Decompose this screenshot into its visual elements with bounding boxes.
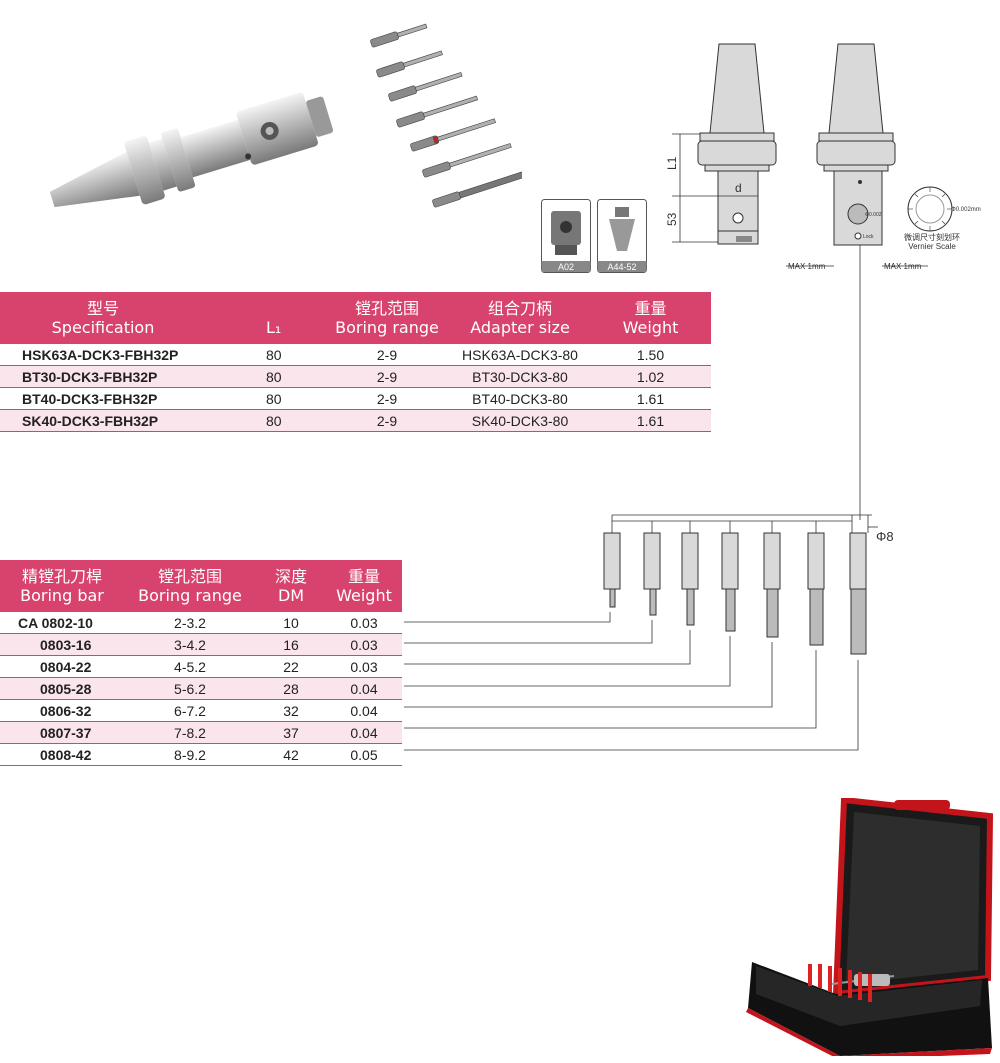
- bar-weight: 0.04: [326, 721, 402, 744]
- table-row: 0808-42 8-9.2 42 0.05: [0, 743, 402, 766]
- badge-a02: A02: [541, 199, 591, 273]
- dim-l1-label: L1: [665, 156, 679, 170]
- table-row: 0807-37 7-8.2 37 0.04: [0, 721, 402, 744]
- phi8-label: Φ8: [876, 529, 894, 544]
- bar-weight: 0.03: [326, 612, 402, 634]
- boring-head-photo: [49, 92, 334, 208]
- adapter-weight: 1.61: [590, 387, 711, 410]
- max-right-label: MAX 1mm: [884, 262, 922, 271]
- table-row: BT40-DCK3-FBH32P 80 2-9 BT40-DCK3-80 1.6…: [0, 387, 711, 410]
- adapter-size: BT40-DCK3-80: [450, 387, 590, 410]
- bar-code: CA 0802-10: [0, 612, 124, 634]
- table-row: CA 0802-10 2-3.2 10 0.03: [0, 612, 402, 634]
- bar-dm: 42: [256, 743, 326, 766]
- max-left-label: MAX 1mm: [788, 262, 826, 271]
- bar-code: 0808-42: [0, 743, 124, 766]
- tool-case-photo: [746, 798, 994, 1056]
- bar-weight: 0.04: [326, 677, 402, 700]
- badge-a02-label: A02: [558, 262, 574, 272]
- dim-53-label: 53: [665, 212, 679, 226]
- table-row: BT30-DCK3-FBH32P 80 2-9 BT30-DCK3-80 1.0…: [0, 365, 711, 388]
- bar-range: 3-4.2: [124, 633, 256, 656]
- boring-bars-photo: [370, 23, 522, 208]
- bar-code: 0803-16: [0, 633, 124, 656]
- adapter-size: BT30-DCK3-80: [450, 365, 590, 388]
- bar-dm: 37: [256, 721, 326, 744]
- table-row: SK40-DCK3-FBH32P 80 2-9 SK40-DCK3-80 1.6…: [0, 409, 711, 432]
- bar-code: 0806-32: [0, 699, 124, 722]
- adapter-l1: 80: [206, 387, 324, 410]
- adapter-l1: 80: [206, 344, 324, 366]
- bar-dm: 10: [256, 612, 326, 634]
- bar-code: 0807-37: [0, 721, 124, 744]
- adapter-spec: BT40-DCK3-FBH32P: [0, 387, 206, 410]
- bar-weight: 0.04: [326, 699, 402, 722]
- adapter-l1: 80: [206, 409, 324, 432]
- bar-code: 0804-22: [0, 655, 124, 678]
- vernier-dial: [907, 186, 953, 232]
- table-row: 0805-28 5-6.2 28 0.04: [0, 677, 402, 700]
- table-row: 0806-32 6-7.2 32 0.04: [0, 699, 402, 722]
- small-0002-label: Φ0.002: [865, 212, 882, 218]
- bar-range: 8-9.2: [124, 743, 256, 766]
- bar-dm: 32: [256, 699, 326, 722]
- vernier-value: Φ0.002mm: [951, 207, 981, 213]
- adapter-weight: 1.61: [590, 409, 711, 432]
- adapter-range: 2-9: [324, 409, 450, 432]
- adapter-range: 2-9: [324, 387, 450, 410]
- adapter-weight: 1.50: [590, 344, 711, 366]
- adapter-size: HSK63A-DCK3-80: [450, 344, 590, 366]
- badge-a44: A44-52: [597, 199, 647, 273]
- badge-a44-label: A44-52: [607, 262, 636, 272]
- bar-range: 4-5.2: [124, 655, 256, 678]
- adapter-spec: SK40-DCK3-FBH32P: [0, 409, 206, 432]
- bar-range: 6-7.2: [124, 699, 256, 722]
- adapter-header-l1: L₁: [206, 292, 324, 344]
- bar-weight: 0.03: [326, 633, 402, 656]
- table-row: HSK63A-DCK3-FBH32P 80 2-9 HSK63A-DCK3-80…: [0, 344, 711, 366]
- small-lock-label: Lock: [863, 234, 874, 240]
- table-row: 0803-16 3-4.2 16 0.03: [0, 633, 402, 656]
- bar-dm: 28: [256, 677, 326, 700]
- adapter-size: SK40-DCK3-80: [450, 409, 590, 432]
- adapter-range: 2-9: [324, 365, 450, 388]
- bar-dm: 16: [256, 633, 326, 656]
- table-row: 0804-22 4-5.2 22 0.03: [0, 655, 402, 678]
- bar-range: 2-3.2: [124, 612, 256, 634]
- vernier-en: Vernier Scale: [908, 242, 956, 251]
- adapter-weight: 1.02: [590, 365, 711, 388]
- bar-range: 7-8.2: [124, 721, 256, 744]
- dim-d-label: d: [735, 181, 742, 195]
- adapter-spec: BT30-DCK3-FBH32P: [0, 365, 206, 388]
- adapter-l1: 80: [206, 365, 324, 388]
- adapter-range: 2-9: [324, 344, 450, 366]
- bar-code: 0805-28: [0, 677, 124, 700]
- adapter-spec: HSK63A-DCK3-FBH32P: [0, 344, 206, 366]
- bar-range: 5-6.2: [124, 677, 256, 700]
- bar-weight: 0.05: [326, 743, 402, 766]
- bar-dm: 22: [256, 655, 326, 678]
- bar-weight: 0.03: [326, 655, 402, 678]
- vernier-cn: 微调尺寸刻划环: [904, 232, 960, 242]
